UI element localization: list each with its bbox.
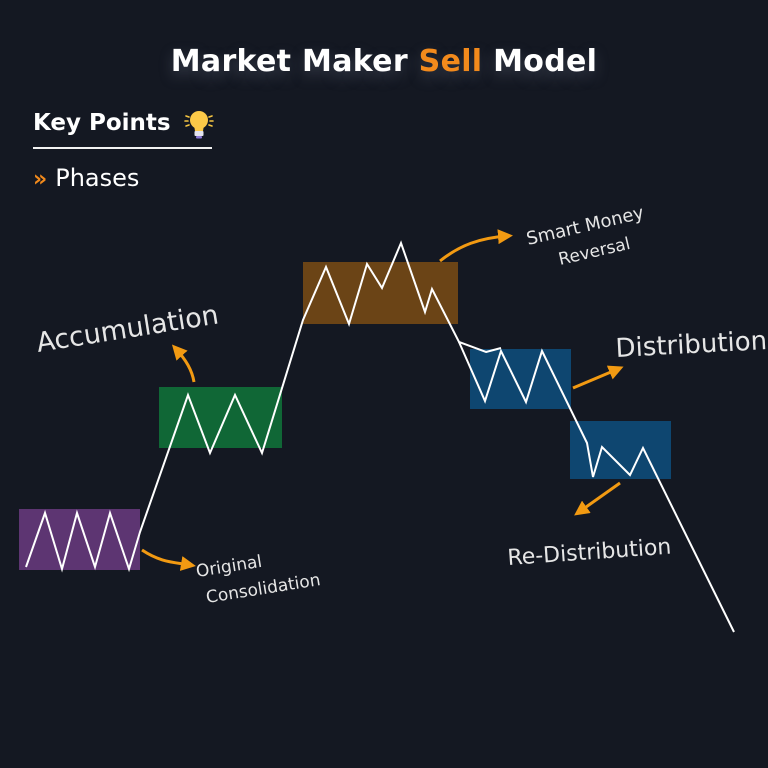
list-item-phases: » Phases: [33, 164, 139, 192]
price-path-line: [25, 240, 502, 573]
title-suffix: Model: [482, 44, 598, 79]
phase-box-accumulation: [159, 387, 282, 448]
arrow-icon-original: [141, 548, 196, 571]
title-accent: Sell: [418, 44, 483, 79]
page-title: Market Maker Sell Model: [0, 44, 768, 79]
phase-box-distribution: [470, 349, 571, 409]
arrow-icon-re-distribution: [574, 481, 621, 516]
label-re-distribution: Re-Distribution: [507, 535, 672, 571]
price-path-line-down: [458, 341, 735, 633]
phase-box-re-distribution: [570, 421, 671, 479]
lightbulb-icon: [184, 111, 214, 139]
list-item-label: Phases: [55, 164, 140, 192]
label-distribution: Distribution: [615, 326, 768, 364]
label-original: Original: [195, 552, 264, 582]
arrow-icon-accumulation: [171, 344, 196, 383]
key-points-heading: Key Points: [33, 110, 171, 136]
double-chevron-icon: »: [33, 167, 48, 192]
key-points-underline: [33, 147, 212, 149]
arrow-icon-distribution: [572, 365, 624, 390]
label-accumulation: Accumulation: [34, 300, 221, 359]
arrow-icon-smart-money: [439, 229, 513, 263]
title-prefix: Market Maker: [170, 44, 419, 79]
